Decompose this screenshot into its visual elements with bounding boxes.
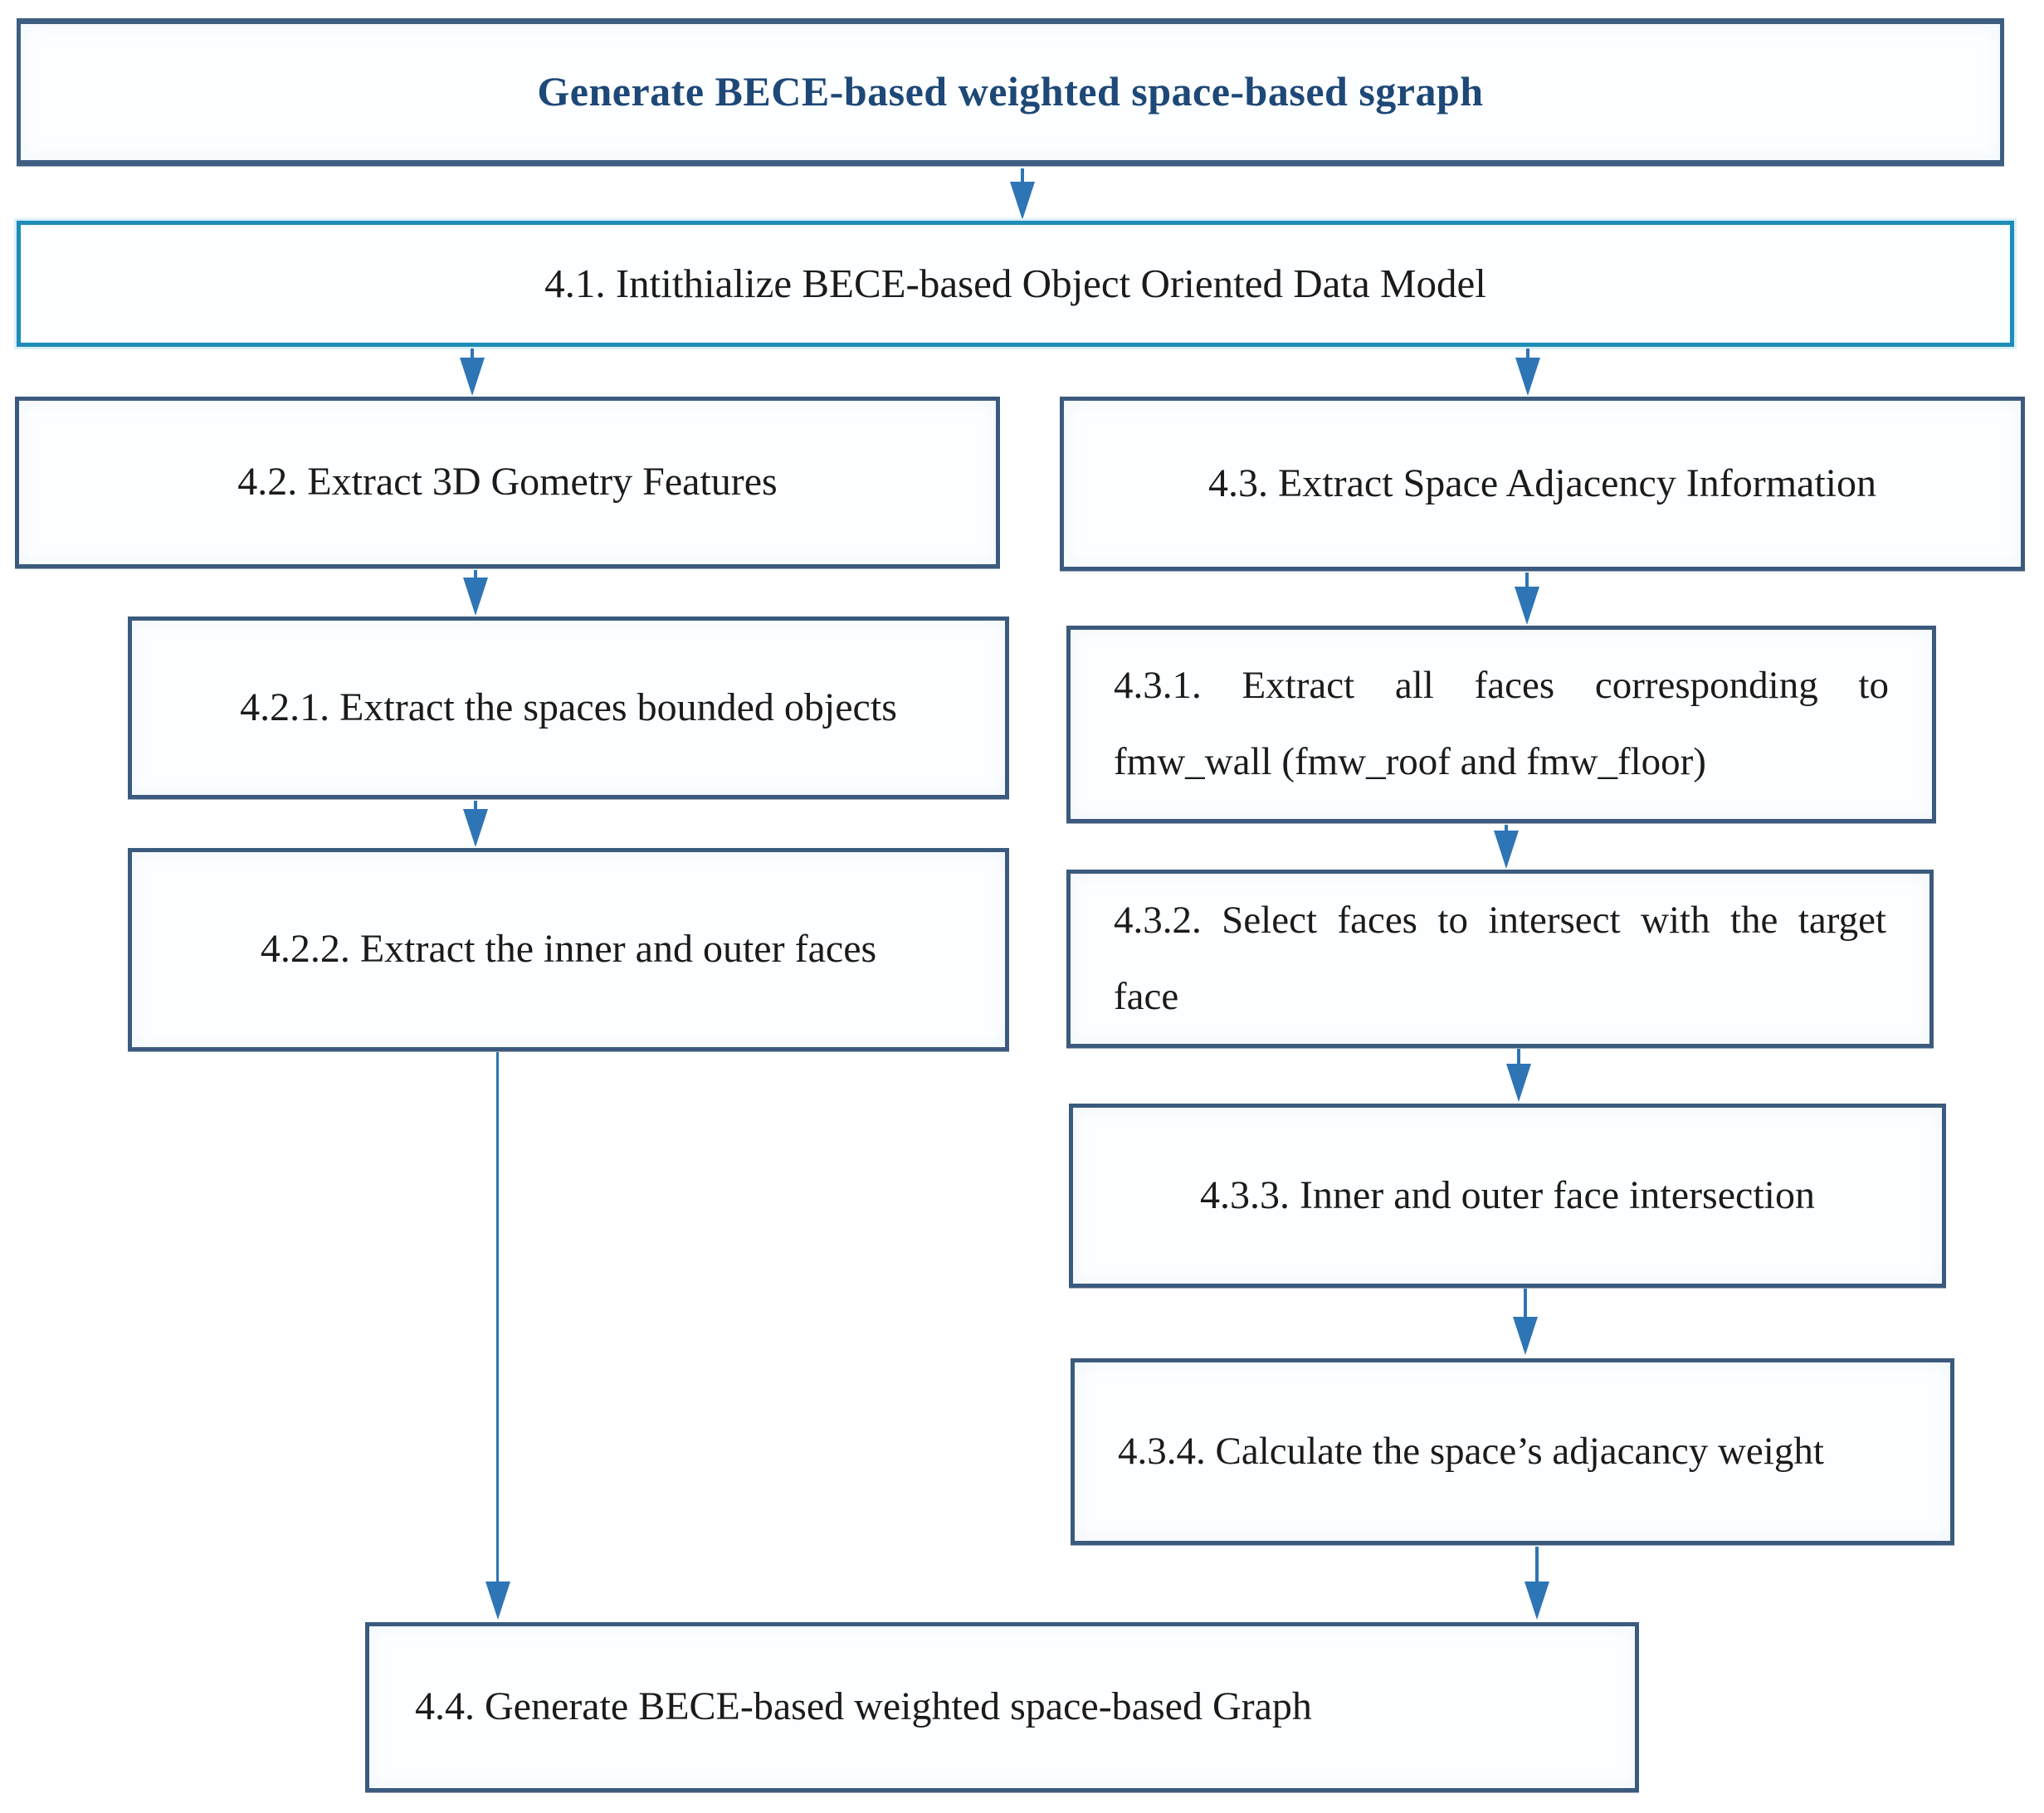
arrow-stem xyxy=(1021,168,1024,187)
node-4-3-2: 4.3.2. Select faces to intersect with th… xyxy=(1066,870,1934,1048)
node-4-3-4: 4.3.4. Calculate the space’s adjacancy w… xyxy=(1071,1358,1954,1545)
arrow-4-2-to-4-2-1 xyxy=(461,570,490,616)
node-4-3-1-label: 4.3.1. Extract all faces corresponding t… xyxy=(1114,664,1889,783)
node-4-3-3-label: 4.3.3. Inner and outer face intersection xyxy=(1199,1172,1816,1217)
node-4-3-1: 4.3.1. Extract all faces corresponding t… xyxy=(1066,626,1936,823)
arrow-head-icon xyxy=(1524,1582,1549,1620)
arrow-stem xyxy=(474,801,477,814)
node-4-3-2-label: 4.3.2. Select faces to intersect with th… xyxy=(1114,898,1886,1018)
arrow-stem xyxy=(471,348,474,363)
node-4-2-label: 4.2. Extract 3D Gometry Features xyxy=(237,460,778,504)
node-4-2: 4.2. Extract 3D Gometry Features xyxy=(15,397,1000,568)
arrow-stem xyxy=(1505,825,1508,836)
node-4-3-3: 4.3.3. Inner and outer face intersection xyxy=(1069,1104,1946,1288)
node-4-3-4-label: 4.3.4. Calculate the space’s adjacancy w… xyxy=(1118,1429,1824,1473)
arrow-stem xyxy=(474,570,477,582)
node-4-2-2-label: 4.2.2. Extract the inner and outer faces xyxy=(260,927,877,972)
node-4-3: 4.3. Extract Space Adjacency Information xyxy=(1060,397,2025,571)
node-4-2-2: 4.2.2. Extract the inner and outer faces xyxy=(128,848,1009,1051)
arrow-4-3-3-to-4-3-4 xyxy=(1511,1289,1539,1355)
arrow-head-icon xyxy=(1515,587,1539,625)
node-4-1-label: 4.1. Intithialize BECE-based Object Orie… xyxy=(544,260,1486,306)
arrow-stem xyxy=(496,1052,499,1586)
node-4-1: 4.1. Intithialize BECE-based Object Orie… xyxy=(17,221,2014,347)
arrow-stem xyxy=(1535,1547,1539,1586)
arrow-stem xyxy=(1526,348,1529,363)
arrow-head-icon xyxy=(1515,358,1540,396)
arrow-4-1-to-4-2 xyxy=(458,348,486,396)
node-4-2-1: 4.2.1. Extract the spaces bounded object… xyxy=(128,617,1009,799)
node-4-4: 4.4. Generate BECE-based weighted space-… xyxy=(365,1622,1639,1792)
arrow-head-icon xyxy=(485,1582,510,1620)
arrow-4-2-2-to-4-4 xyxy=(484,1052,512,1620)
arrow-stem xyxy=(1524,1289,1527,1322)
arrow-head-icon xyxy=(1010,182,1035,220)
node-4-4-label: 4.4. Generate BECE-based weighted space-… xyxy=(415,1684,1312,1729)
arrow-4-3-to-4-3-1 xyxy=(1513,573,1541,625)
arrow-head-icon xyxy=(460,358,485,396)
arrow-4-2-1-to-4-2-2 xyxy=(461,801,490,847)
arrow-4-3-1-to-4-3-2 xyxy=(1492,825,1520,869)
arrow-head-icon xyxy=(1513,1317,1538,1355)
arrow-head-icon xyxy=(1506,1064,1531,1102)
arrow-stem xyxy=(1517,1049,1520,1069)
arrow-4-1-to-4-3 xyxy=(1514,348,1542,396)
arrow-head-icon xyxy=(463,809,488,847)
node-title-label: Generate BECE-based weighted space-based… xyxy=(537,68,1484,115)
arrow-stem xyxy=(1525,573,1529,592)
arrow-head-icon xyxy=(1494,831,1519,869)
arrow-title-to-4-1 xyxy=(1008,168,1037,220)
arrow-4-3-4-to-4-4 xyxy=(1523,1547,1551,1620)
arrow-4-3-2-to-4-3-3 xyxy=(1505,1049,1533,1102)
node-title: Generate BECE-based weighted space-based… xyxy=(17,18,2004,166)
node-4-3-label: 4.3. Extract Space Adjacency Information xyxy=(1207,461,1877,505)
arrow-head-icon xyxy=(463,578,488,616)
node-4-2-1-label: 4.2.1. Extract the spaces bounded object… xyxy=(240,685,897,729)
